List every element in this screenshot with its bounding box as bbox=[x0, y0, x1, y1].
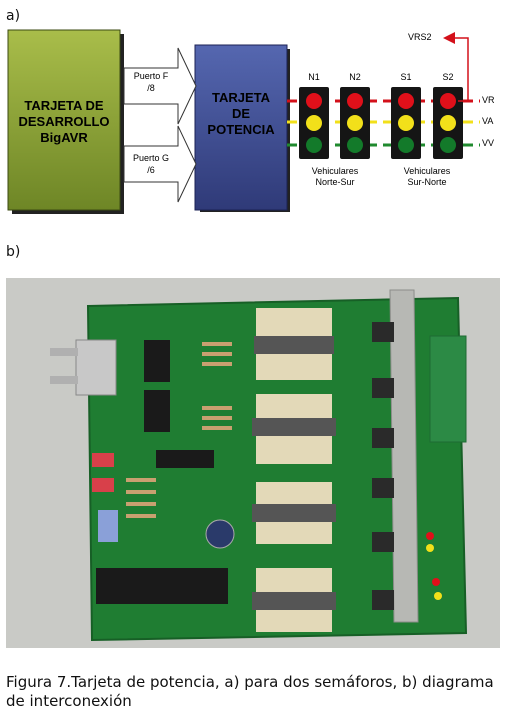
signal-label-vv: VV bbox=[482, 138, 495, 148]
traffic-light-s2 bbox=[433, 87, 463, 159]
power-board-label: TARJETA DE POTENCIA bbox=[195, 90, 287, 138]
light-label-s2: S2 bbox=[442, 72, 454, 82]
port-f-line-2: /8 bbox=[147, 83, 155, 93]
vrs2-arrow bbox=[443, 32, 469, 102]
group-south-north-line-2: Sur-Norte bbox=[407, 177, 447, 187]
port-f-label: Puerto F /8 bbox=[126, 70, 176, 94]
vrs2-label: VRS2 bbox=[408, 32, 432, 42]
traffic-light-n1 bbox=[299, 87, 329, 159]
development-board-label: TARJETA DE DESARROLLO BigAVR bbox=[8, 98, 120, 146]
group-north-south-line-2: Norte-Sur bbox=[315, 177, 355, 187]
port-g-arrow bbox=[123, 125, 197, 203]
light-label-n1: N1 bbox=[308, 72, 320, 82]
pcb-photo bbox=[6, 278, 500, 648]
figure-caption: Figura 7.Tarjeta de potencia, a) para do… bbox=[6, 673, 502, 711]
development-board-block bbox=[7, 29, 121, 211]
development-board-line-1: TARJETA DE bbox=[24, 98, 104, 113]
pcb-illustration bbox=[6, 278, 500, 648]
traffic-light-s1 bbox=[391, 87, 421, 159]
development-board-line-3: BigAVR bbox=[40, 130, 88, 145]
light-label-s1: S1 bbox=[400, 72, 412, 82]
power-board-line-2: DE bbox=[231, 106, 251, 121]
signal-label-vr: VR bbox=[482, 95, 495, 105]
panel-b-label: b) bbox=[6, 244, 21, 260]
group-label-north-south: Vehiculares Norte-Sur bbox=[300, 166, 370, 188]
figure-caption-line-1: Figura 7.Tarjeta de potencia, a) para do… bbox=[6, 673, 494, 691]
figure-caption-line-2: de interconexión bbox=[6, 692, 132, 710]
power-board-line-3: POTENCIA bbox=[207, 122, 275, 137]
group-label-south-north: Vehiculares Sur-Norte bbox=[392, 166, 462, 188]
traffic-light-n2 bbox=[340, 87, 370, 159]
power-board-block bbox=[194, 44, 288, 211]
port-g-line-2: /6 bbox=[147, 165, 155, 175]
light-label-n2: N2 bbox=[349, 72, 361, 82]
group-north-south-line-1: Vehiculares bbox=[311, 166, 359, 176]
power-board-line-1: TARJETA bbox=[211, 90, 271, 105]
group-south-north-line-1: Vehiculares bbox=[403, 166, 451, 176]
port-f-line-1: Puerto F bbox=[133, 71, 169, 81]
block-diagram bbox=[7, 29, 480, 214]
development-board-line-2: DESARROLLO bbox=[18, 114, 110, 129]
port-f-arrow bbox=[123, 47, 197, 125]
port-g-label: Puerto G /6 bbox=[126, 152, 176, 176]
port-g-line-1: Puerto G bbox=[132, 153, 170, 163]
signal-label-va: VA bbox=[482, 116, 494, 126]
panel-a-label: a) bbox=[6, 8, 21, 24]
